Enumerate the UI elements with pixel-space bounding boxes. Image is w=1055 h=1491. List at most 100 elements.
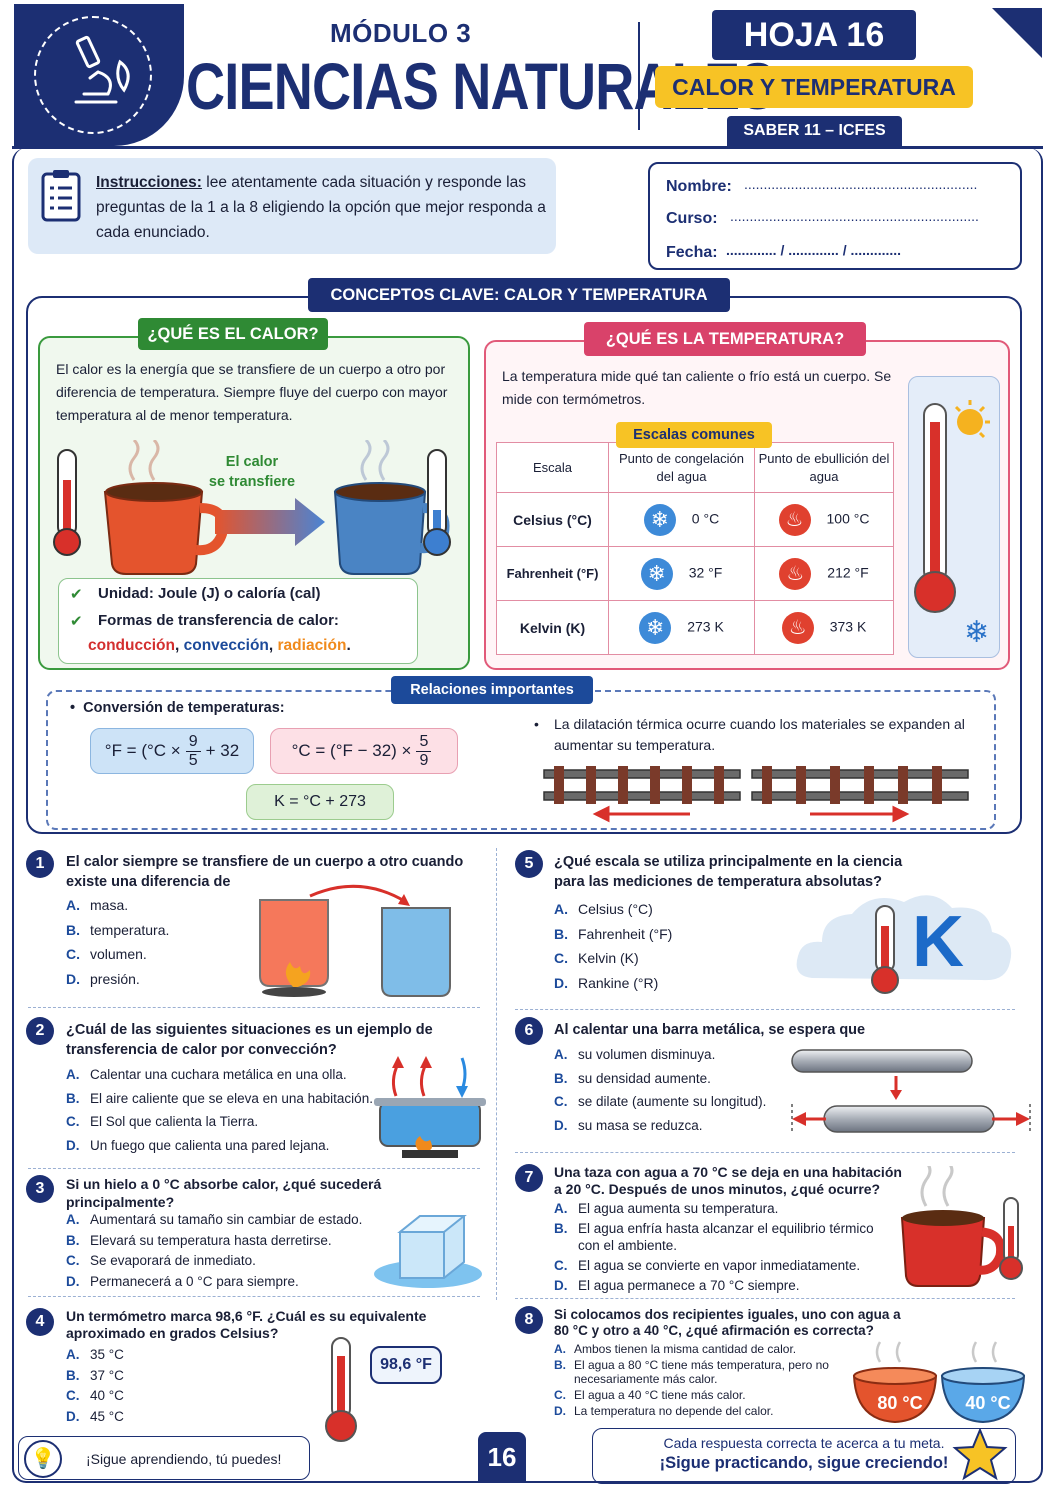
option-d[interactable]: D.presión.	[66, 967, 169, 992]
beakers-icon	[259, 884, 451, 997]
instructions-box	[28, 158, 556, 254]
option-c[interactable]: C.El Sol que calienta la Tierra.	[66, 1110, 373, 1134]
scales-row: Fahrenheit (°F) ❄32 °F ♨212 °F	[496, 546, 894, 601]
option-text: su densidad aumente.	[578, 1070, 711, 1086]
option-text: su volumen disminuya.	[578, 1047, 716, 1062]
option-a[interactable]: A.su volumen disminuya.	[554, 1043, 766, 1067]
date-field[interactable]: ............. / ............. / ........…	[726, 242, 902, 258]
option-b[interactable]: B.El agua a 80 °C tiene más temperatura,…	[554, 1358, 844, 1386]
option-c[interactable]: C.Se evaporará de inmediato.	[66, 1251, 362, 1272]
footer-message-2: ¡Sigue practicando, sigue creciendo!	[659, 1454, 949, 1472]
question-2-text: ¿Cuál de las siguientes situaciones es u…	[66, 1022, 433, 1058]
question-number-7: 7	[515, 1164, 543, 1192]
option-letter: B.	[554, 925, 568, 942]
formula-1-part-a: °F = (°C ×	[104, 741, 181, 760]
option-letter: D.	[66, 1408, 80, 1424]
option-text: El agua enfría hasta alcanzar el equilib…	[578, 1221, 874, 1253]
option-d[interactable]: D.su masa se reduzca.	[554, 1114, 766, 1138]
question-separator	[515, 1152, 1015, 1153]
option-a[interactable]: A.Aumentará su tamaño sin cambiar de est…	[66, 1210, 362, 1231]
option-d[interactable]: D.Permanecerá a 0 °C para siempre.	[66, 1272, 362, 1293]
option-b[interactable]: B. El agua enfría hasta alcanzar el equil…	[554, 1220, 884, 1254]
formula-kelvin: K = °C + 273	[246, 784, 394, 820]
option-letter: C.	[66, 1114, 80, 1129]
option-b[interactable]: B.Elevará su temperatura hasta derretirs…	[66, 1231, 362, 1252]
option-text: Un fuego que calienta una pared lejana.	[90, 1137, 330, 1153]
option-d[interactable]: D.Rankine (°R)	[554, 971, 672, 996]
clipboard-icon	[41, 170, 81, 222]
corner-decoration	[992, 8, 1042, 58]
option-letter: A.	[554, 1342, 566, 1356]
option-a[interactable]: A.35 °C	[66, 1345, 124, 1366]
convection-label: convección	[183, 637, 269, 654]
temperature-text: La temperatura mide qué tan caliente o f…	[502, 368, 892, 407]
boil-value: 373 K	[829, 618, 867, 635]
footer-motivation-box	[18, 1436, 310, 1480]
question-number-8: 8	[515, 1306, 543, 1334]
option-c[interactable]: C.40 °C	[66, 1386, 124, 1407]
option-a[interactable]: A. Calentar una cuchara metálica en una o…	[66, 1063, 373, 1087]
boil-cell: ♨ 100 °C	[754, 492, 894, 547]
option-letter: B.	[554, 1358, 566, 1372]
instructions-label: Instrucciones:	[96, 174, 202, 191]
question-7-options: A.El agua aumenta su temperatura. B. El a…	[554, 1200, 884, 1294]
logo-badge	[14, 4, 184, 146]
scales-row: Celsius (°C) ❄0 °C ♨100 °C	[496, 492, 894, 547]
option-text: El agua a 40 °C tiene más calor.	[574, 1388, 746, 1402]
option-b[interactable]: B.temperatura.	[66, 918, 169, 943]
option-letter: C.	[66, 1388, 80, 1403]
boiling-pot-icon: ♨	[778, 503, 811, 536]
freeze-value: 273 K	[687, 618, 724, 635]
boil-cell: ♨212 °F	[754, 546, 894, 601]
option-b[interactable]: B. Fahrenheit (°F)	[554, 922, 672, 947]
option-text: 45 °C	[90, 1408, 124, 1424]
question-8-options: A.Ambos tienen la misma cantidad de calo…	[554, 1342, 844, 1418]
cloud-thermometer-icon	[796, 895, 1012, 994]
option-b[interactable]: B.37 °C	[66, 1366, 124, 1387]
option-c[interactable]: C.Kelvin (K)	[554, 946, 672, 971]
option-c[interactable]: C.El agua a 40 °C tiene más calor.	[554, 1388, 844, 1402]
denominator: 9	[419, 751, 429, 769]
option-text: Fahrenheit (°F)	[578, 925, 673, 942]
option-letter: A.	[66, 1067, 80, 1082]
option-letter: A.	[554, 901, 568, 917]
question-separator	[28, 1168, 480, 1169]
question-separator	[28, 1296, 480, 1297]
boiling-pot-convection-icon	[374, 1056, 486, 1158]
boil-value: 212 °F	[827, 564, 869, 581]
option-letter: B.	[66, 1232, 80, 1248]
question-number-1: 1	[26, 850, 54, 878]
page-frame	[12, 148, 1043, 1483]
option-text: Calentar una cuchara metálica en una oll…	[90, 1067, 347, 1082]
option-c[interactable]: C.se dilate (aumente su longitud).	[554, 1090, 766, 1114]
question-8-text: Si colocamos dos recipientes iguales, un…	[554, 1307, 901, 1338]
question-5-options: A.Celsius (°C) B. Fahrenheit (°F) C.Kelvi…	[554, 897, 672, 995]
option-a[interactable]: A.El agua aumenta su temperatura.	[554, 1200, 884, 1217]
microscope-icon	[74, 35, 130, 104]
check-icon: ✔	[70, 613, 83, 630]
thermometer-sun-icon: ❄	[914, 400, 990, 650]
name-field[interactable]: ........................................…	[744, 176, 978, 192]
option-d[interactable]: D. 45 °C	[66, 1407, 124, 1428]
option-a[interactable]: A.Ambos tienen la misma cantidad de calo…	[554, 1342, 844, 1356]
option-text: su masa se reduzca.	[578, 1117, 703, 1133]
option-c[interactable]: C.El agua se convierte en vapor inmediat…	[554, 1257, 884, 1274]
option-b[interactable]: B.su densidad aumente.	[554, 1067, 766, 1091]
course-field[interactable]: ........................................…	[730, 208, 979, 224]
date-label: Fecha:	[666, 244, 718, 261]
option-a[interactable]: A.masa.	[66, 893, 169, 918]
option-a[interactable]: A.Celsius (°C)	[554, 897, 672, 922]
option-d[interactable]: D.La temperatura no depende del calor.	[554, 1404, 844, 1418]
mug-thermometer-icon	[900, 1166, 1023, 1287]
question-number-6: 6	[515, 1017, 543, 1045]
boil-value: 100 °C	[826, 510, 870, 527]
option-c[interactable]: C.volumen.	[66, 942, 169, 967]
option-d[interactable]: D.El agua permanece a 70 °C siempre.	[554, 1277, 884, 1294]
option-b[interactable]: B.El aire caliente que se eleva en una h…	[66, 1087, 373, 1111]
option-d[interactable]: D.Un fuego que calienta una pared lejana…	[66, 1134, 373, 1158]
column-separator	[496, 848, 497, 1300]
question-separator	[515, 1298, 1015, 1299]
option-letter: B.	[554, 1221, 568, 1236]
